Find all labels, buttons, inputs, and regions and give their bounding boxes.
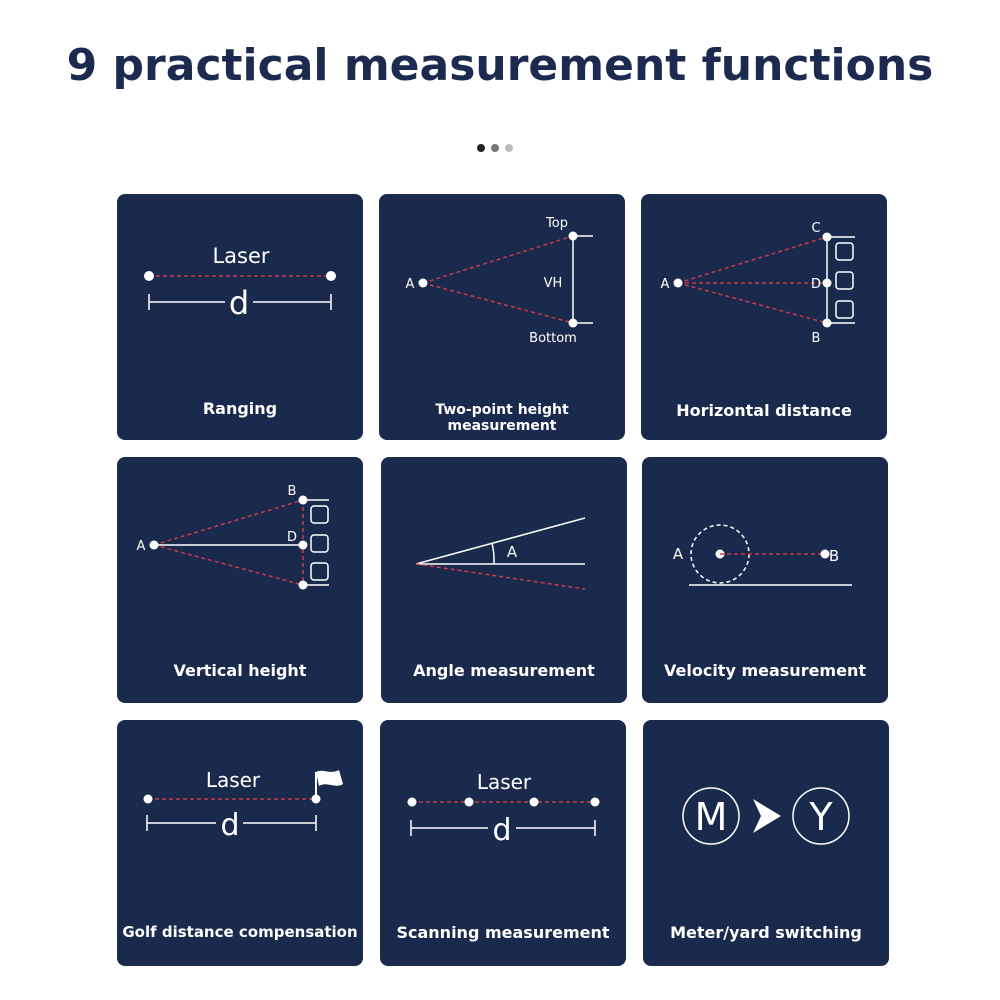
point-a-label: A: [137, 539, 146, 554]
scanning-diagram: Laser d: [407, 770, 600, 848]
pager-dot-1[interactable]: [477, 144, 485, 152]
angle-arc: [491, 542, 495, 565]
meter-yard-diagram: M Y: [682, 787, 850, 845]
card-velocity-measurement: A B Velocity measurement: [642, 457, 888, 703]
card-golf-distance: Laser d Golf distance compensation: [117, 720, 363, 966]
card-label-meter-yard-switching: Meter/yard switching: [670, 923, 862, 942]
building-windows: [835, 242, 854, 319]
point-a: [149, 540, 159, 550]
bottom-label: Bottom: [529, 331, 577, 346]
point-c-label: C: [811, 221, 820, 236]
beam-bottom: [153, 544, 304, 586]
ranging-diagram: Laser d: [144, 244, 336, 322]
scan-point-4: [590, 797, 600, 807]
angle-label: A: [507, 543, 518, 561]
yard-circle: [792, 787, 850, 845]
beam-bottom: [422, 282, 574, 324]
point-a-label: A: [661, 277, 670, 292]
point-b: [820, 549, 830, 559]
card-label-vertical-height: Vertical height: [173, 661, 307, 680]
vh-label: VH: [544, 276, 563, 291]
card-meter-yard-switching: M Y Meter/yard switching: [643, 720, 889, 966]
flag-icon: [315, 770, 343, 799]
point-start: [143, 794, 153, 804]
card-label-horizontal-distance: Horizontal distance: [676, 401, 852, 420]
two-point-height-diagram: Top A VH Bottom: [406, 216, 593, 346]
point-a-label: A: [673, 545, 684, 563]
card-label-ranging: Ranging: [202, 399, 278, 418]
point-start: [144, 271, 154, 281]
pager-dot-3[interactable]: [505, 144, 513, 152]
laser-label: Laser: [477, 770, 532, 794]
golf-diagram: Laser d: [143, 768, 343, 843]
laser-label: Laser: [212, 244, 269, 268]
point-d-label: D: [811, 277, 821, 292]
point-a: [418, 278, 428, 288]
distance-label: d: [492, 813, 511, 848]
vertical-height-diagram: B A D: [137, 484, 329, 590]
point-d: [298, 540, 308, 550]
lower-ray: [415, 563, 586, 590]
point-a-label: A: [406, 277, 415, 292]
beam-b: [677, 282, 828, 324]
distance-label: d: [220, 808, 239, 843]
card-label-golf-distance: Golf distance compensation: [122, 923, 358, 941]
card-ranging: Laser d Ranging: [117, 194, 363, 440]
scan-point-3: [529, 797, 539, 807]
scan-point-1: [407, 797, 417, 807]
velocity-diagram: A B: [673, 524, 852, 586]
card-vertical-height: B A D Vertical height: [117, 457, 363, 703]
laser-label: Laser: [206, 768, 261, 792]
top-label: Top: [545, 216, 568, 231]
point-b-label: B: [829, 547, 839, 565]
card-label-scanning-measurement: Scanning measurement: [396, 923, 610, 942]
point-b-label: B: [288, 484, 297, 499]
scan-point-2: [464, 797, 474, 807]
beam-b: [153, 499, 304, 546]
point-a: [673, 278, 683, 288]
card-label-two-point-height: Two-point height measurement: [435, 402, 569, 434]
point-b-label: B: [812, 331, 821, 346]
upper-ray: [415, 517, 586, 565]
beam-c: [677, 236, 828, 284]
meter-circle: [682, 787, 740, 845]
building-windows: [310, 505, 329, 581]
page-title: 9 practical measurement functions: [66, 40, 934, 91]
angle-diagram: A: [415, 517, 586, 590]
pager-dots: [477, 144, 513, 152]
point-d-label: D: [287, 530, 297, 545]
card-angle-measurement: A Angle measurement: [381, 457, 627, 703]
card-scanning-measurement: Laser d Scanning measurement: [380, 720, 626, 966]
pager-dot-2[interactable]: [491, 144, 499, 152]
card-label-angle-measurement: Angle measurement: [413, 661, 595, 680]
point-end: [326, 271, 336, 281]
card-horizontal-distance: C A D B Horizontal distance: [641, 194, 887, 440]
meter-label: M: [695, 795, 728, 839]
horizontal-distance-diagram: C A D B: [661, 221, 855, 346]
arrow-right-icon: [753, 799, 781, 833]
beam-top: [422, 235, 574, 284]
card-two-point-height: Top A VH Bottom Two-point height measure…: [379, 194, 625, 440]
distance-label: d: [229, 284, 249, 322]
yard-label: Y: [808, 795, 833, 839]
card-label-velocity-measurement: Velocity measurement: [664, 661, 866, 680]
